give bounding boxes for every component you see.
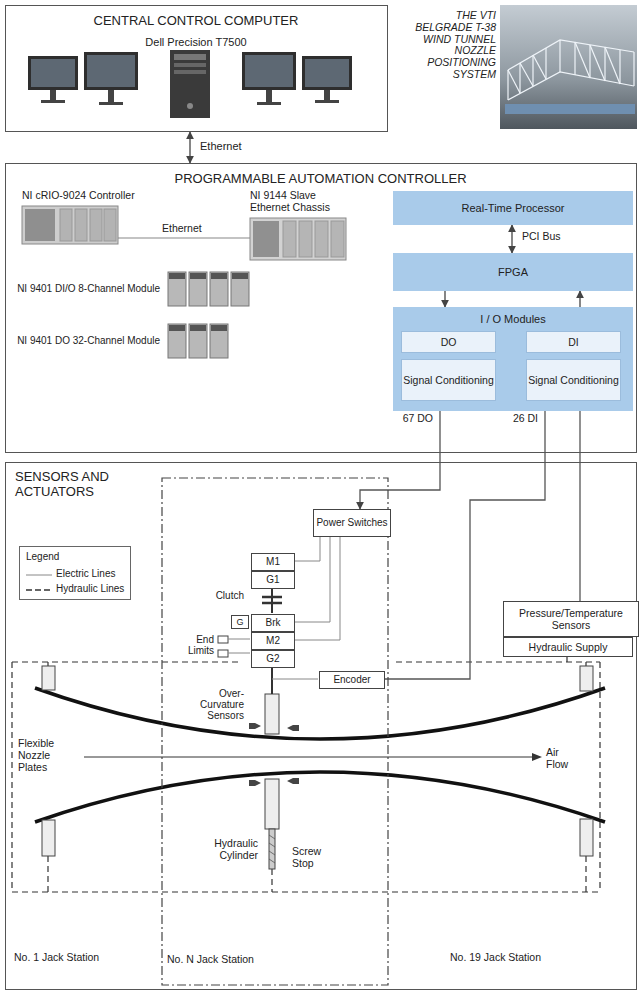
node-label: Encoder <box>333 674 370 686</box>
jack-station-frame: No. N Jack Station Power SwitchesM1G1G Brk… <box>161 477 389 986</box>
node-label: G1 <box>266 574 279 586</box>
field-panel: SENSORS AND ACTUATORS LegendElectric Line… <box>5 462 637 990</box>
part-label: No. 19 Jack Station <box>450 952 590 964</box>
signal-conditioning-block: Signal Conditioning <box>526 359 621 401</box>
generator-box: G <box>231 615 249 629</box>
electric-line <box>295 537 340 640</box>
flow-arrowhead <box>532 753 542 761</box>
sensor-box: Pressure/Temperature Sensors <box>503 601 639 637</box>
gearbox-box: G1 <box>251 571 295 589</box>
legend-sample <box>26 586 52 594</box>
node-label: SENSORS AND ACTUATORS <box>15 470 133 500</box>
node-label: PROGRAMMABLE AUTOMATION CONTROLLER <box>6 172 635 187</box>
part-label: Screw Stop <box>292 846 344 870</box>
node-label: G <box>236 617 243 627</box>
node-label: I / O Modules <box>393 313 633 326</box>
part-label: Hydraulic Cylinder <box>186 838 258 862</box>
legend-label: Electric Lines <box>56 568 115 580</box>
node-label: Brk <box>266 617 281 629</box>
part-label: End Limits <box>170 634 214 656</box>
signal-conditioning-block: Signal Conditioning <box>401 359 496 401</box>
node-label: Hydraulic Supply <box>529 641 608 653</box>
part-label: NI cRIO-9024 Controller <box>22 190 135 202</box>
brake-box: Brk <box>251 614 295 632</box>
legend-box: LegendElectric LinesHydraulic Lines <box>19 546 131 600</box>
electric-line <box>295 537 320 561</box>
node-label: Signal Conditioning <box>403 374 493 386</box>
encoder-box: Encoder <box>319 671 385 689</box>
node-label: CENTRAL CONTROL COMPUTER <box>6 14 386 29</box>
signal-arrow <box>579 401 580 601</box>
node-label: FPGA <box>498 266 528 279</box>
over-curvature-sensor <box>249 723 299 786</box>
nozzle-plate <box>35 772 605 822</box>
part-label: No. 1 Jack Station <box>14 952 144 964</box>
power-switch-box: Power Switches <box>313 509 391 537</box>
node-label: No. N Jack Station <box>167 953 287 965</box>
fpga-block: FPGA <box>393 253 633 291</box>
node-label: DI <box>568 336 579 348</box>
signal-arrow <box>444 291 445 307</box>
node-label: M1 <box>266 556 280 568</box>
connector-label: 26 DI <box>480 413 540 425</box>
signal-arrow <box>511 225 512 253</box>
node-label: Signal Conditioning <box>528 374 618 386</box>
part-label: NI 9401 DI/O 8-Channel Module <box>10 283 160 294</box>
motor-box: M1 <box>251 553 295 571</box>
part-label: THE VTI BELGRADE T-38 WIND TUNNEL NOZZLE… <box>396 10 496 81</box>
input-block: DI <box>526 331 621 353</box>
legend-sample <box>26 589 52 590</box>
io-modules-block: I / O ModulesDO DI Signal Conditioning Sign… <box>393 307 633 411</box>
legend-sample <box>26 575 52 576</box>
flow-arrow <box>84 757 534 758</box>
part-label: Flexible Nozzle Plates <box>18 738 78 773</box>
connector-label: PCI Bus <box>520 231 563 243</box>
part-label: Over-Curvature Sensors <box>190 688 244 722</box>
part-label: Air Flow <box>546 747 578 771</box>
motor-box: M2 <box>251 632 295 650</box>
node-label: Legend <box>26 551 126 563</box>
signal-arrow <box>360 401 440 509</box>
part-label: NI 9144 Slave Ethernet Chassis <box>250 190 345 214</box>
part-label: Ethernet <box>162 223 202 235</box>
dash-dot-outline <box>162 478 388 985</box>
node-label: Real-Time Processor <box>462 202 565 215</box>
connector-label: Ethernet <box>198 140 244 152</box>
processor-block: Real-Time Processor <box>393 191 633 225</box>
legend-label: Hydraulic Lines <box>56 583 124 595</box>
output-block: DO <box>401 331 496 353</box>
hydraulic-supply-box: Hydraulic Supply <box>503 637 633 657</box>
computer-panel: CENTRAL CONTROL COMPUTER Dell Precision T… <box>5 5 388 132</box>
gearbox-box: G2 <box>251 650 295 668</box>
connector-label: 67 DO <box>380 413 435 425</box>
nozzle-plate <box>35 688 605 739</box>
legend-sample <box>26 571 52 579</box>
part-label: Clutch <box>198 590 244 601</box>
node-label: G2 <box>266 653 279 665</box>
signal-arrow <box>189 132 190 163</box>
node-label: M2 <box>266 635 280 647</box>
part-label: NI 9401 DO 32-Channel Module <box>10 335 160 346</box>
facility-photo <box>500 5 637 129</box>
hydraulic-lines <box>12 656 600 892</box>
electric-line <box>295 537 330 622</box>
signal-arrow <box>579 291 580 307</box>
node-label: Pressure/Temperature Sensors <box>504 607 638 631</box>
node-sublabel: Dell Precision T7500 <box>6 36 386 49</box>
node-label: Power Switches <box>316 517 387 529</box>
monitor-icons <box>28 50 352 118</box>
node-label: DO <box>441 336 457 348</box>
